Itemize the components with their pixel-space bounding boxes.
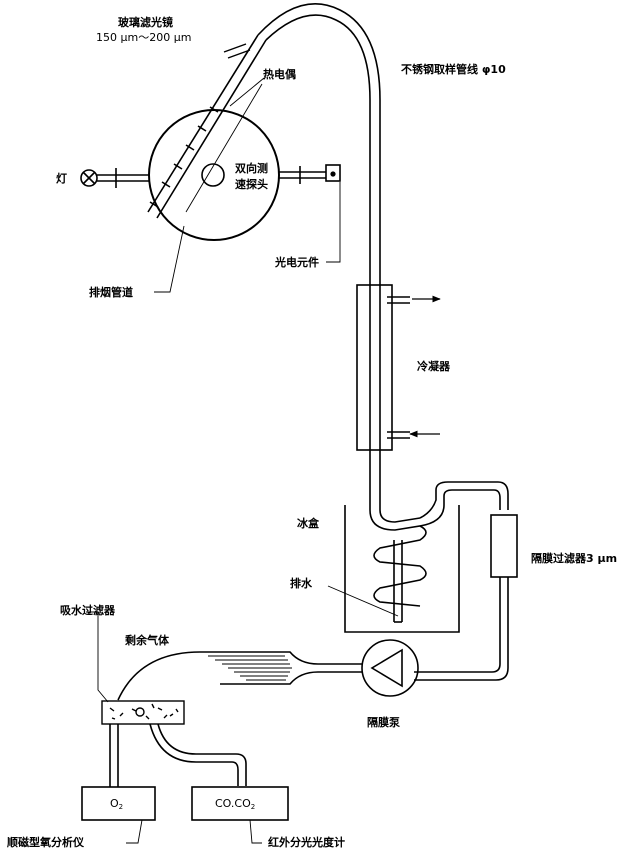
flue-label: 排烟管道 — [89, 286, 133, 299]
probe-label-line1: 双向测 — [235, 162, 268, 175]
lamp-label: 灯 — [56, 172, 67, 185]
analyzer-lines — [109, 723, 247, 787]
o2-analyzer-label: O2 — [110, 797, 123, 814]
o2-subscript: 2 — [118, 803, 124, 811]
co-main: CO.CO — [215, 797, 251, 810]
probe-tube — [147, 34, 267, 219]
co-analyzer-label: CO.CO2 — [215, 797, 255, 814]
thermocouple-label: 热电偶 — [263, 68, 296, 81]
condenser-label: 冷凝器 — [417, 360, 450, 373]
infrared-label: 红外分光光度计 — [268, 836, 345, 849]
co-analyzer-box — [191, 786, 289, 821]
o2-analyzer-box — [81, 786, 156, 821]
pump-outlet-line — [117, 651, 362, 701]
drain-label: 排水 — [290, 577, 312, 590]
flue-duct — [148, 109, 280, 241]
probe-label-line2: 速探头 — [235, 178, 268, 191]
diaphragm-pump — [361, 639, 419, 697]
water-absorbing-filter — [101, 700, 185, 725]
photocell-label: 光电元件 — [275, 256, 319, 269]
membrane-filter — [490, 514, 518, 578]
residual-gas-label: 剩余气体 — [125, 634, 169, 647]
thermocouple-lead — [185, 83, 263, 213]
leader-lines — [86, 77, 399, 844]
membrane-filter-label: 隔膜过滤器3 μm — [531, 552, 618, 565]
sampling-line — [257, 3, 381, 510]
pump-feed-line — [414, 577, 509, 681]
steel-pipe-label: 不锈钢取样管线 φ10 — [401, 63, 506, 76]
glass-filter-label: 玻璃滤光镜 — [118, 16, 173, 29]
paramagnetic-label: 顺磁型氧分析仪 — [7, 836, 84, 849]
co-subscript: 2 — [250, 803, 256, 811]
o2-main: O — [110, 797, 119, 810]
photocell-icon — [278, 164, 341, 184]
diaphragm-pump-label: 隔膜泵 — [367, 716, 400, 729]
ice-box — [344, 505, 460, 633]
velocity-probe — [201, 163, 225, 187]
cooling-coil — [369, 481, 509, 623]
ice-box-label: 冰盒 — [297, 517, 319, 530]
condenser — [356, 284, 410, 451]
residual-gas-lines — [208, 655, 292, 681]
water-filter-label: 吸水过滤器 — [60, 604, 115, 617]
lamp-icon — [80, 168, 150, 188]
glass-filter-marks — [223, 43, 251, 59]
glass-filter-spec: 150 μm～200 μm — [96, 31, 192, 44]
